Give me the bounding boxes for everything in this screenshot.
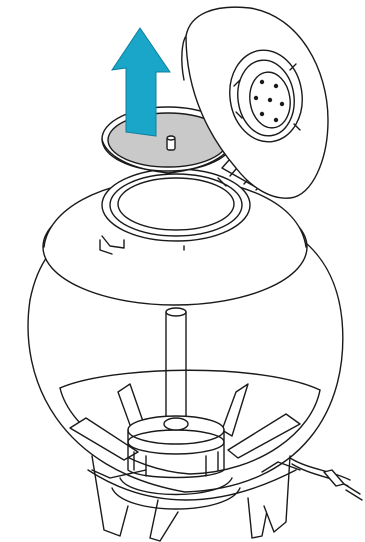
aquarium-base: [88, 456, 296, 541]
open-lid: [182, 7, 328, 198]
power-cable: [290, 458, 362, 500]
filter-housing: [112, 416, 240, 509]
